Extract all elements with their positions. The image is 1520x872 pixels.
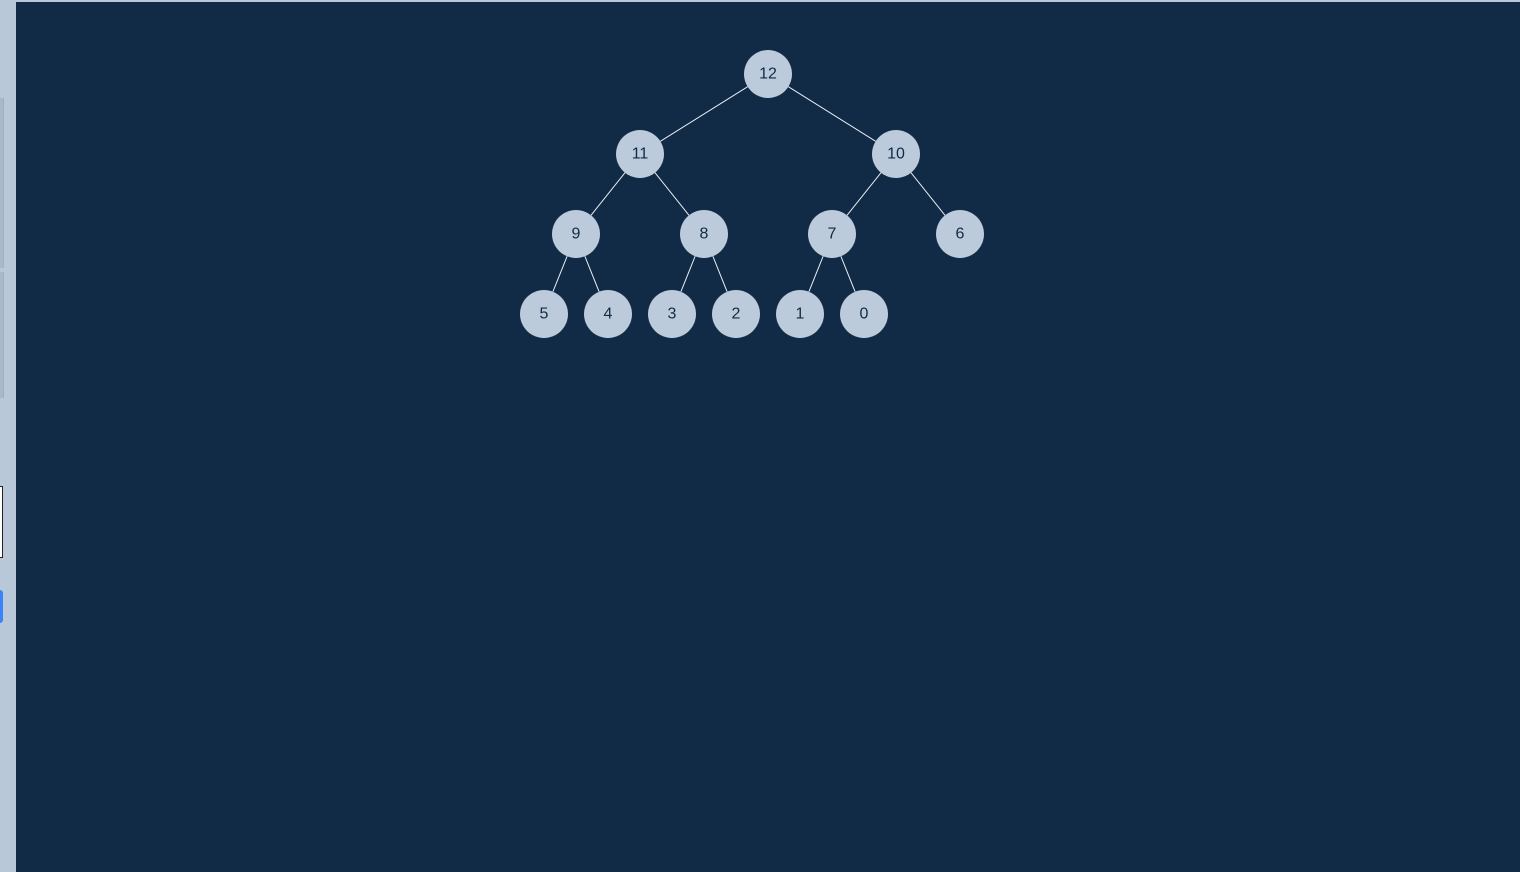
tree-node[interactable]: 8: [680, 210, 728, 258]
node-label: 11: [632, 146, 649, 163]
tree-node[interactable]: 2: [712, 290, 760, 338]
tree-node[interactable]: 6: [936, 210, 984, 258]
node-label: 5: [540, 306, 549, 323]
tree-node[interactable]: 11: [616, 130, 664, 178]
tree-edge: [910, 172, 946, 216]
node-circle[interactable]: [520, 290, 568, 338]
node-label: 6: [956, 226, 965, 243]
tree-node[interactable]: 12: [744, 50, 792, 98]
sidebar-input-field[interactable]: [0, 486, 3, 558]
node-circle[interactable]: [584, 290, 632, 338]
tree-node[interactable]: 5: [520, 290, 568, 338]
node-label: 7: [828, 226, 837, 243]
node-label: 2: [732, 306, 741, 323]
tree-node[interactable]: 3: [648, 290, 696, 338]
node-label: 8: [700, 226, 709, 243]
tree-node[interactable]: 1: [776, 290, 824, 338]
node-circle[interactable]: [808, 210, 856, 258]
tree-edge: [552, 256, 568, 292]
tree-node[interactable]: 10: [872, 130, 920, 178]
tree-edge: [808, 256, 824, 292]
tree-node[interactable]: 7: [808, 210, 856, 258]
node-circle[interactable]: [648, 290, 696, 338]
node-circle[interactable]: [552, 210, 600, 258]
sidebar: [0, 0, 16, 872]
node-circle[interactable]: [744, 50, 792, 98]
tree-edge: [654, 172, 690, 216]
tree-edge: [712, 256, 728, 292]
sidebar-panel-top: [0, 98, 4, 268]
node-label: 10: [887, 146, 905, 163]
sidebar-action-button[interactable]: [0, 590, 3, 623]
node-circle[interactable]: [776, 290, 824, 338]
node-label: 12: [759, 66, 777, 83]
node-circle[interactable]: [680, 210, 728, 258]
tree-edge: [590, 172, 626, 216]
tree-edge: [840, 256, 856, 292]
node-label: 4: [604, 306, 613, 323]
sidebar-panel-middle: [0, 272, 4, 398]
tree-edge: [788, 86, 876, 142]
node-label: 3: [668, 306, 677, 323]
node-circle[interactable]: [616, 130, 664, 178]
tree-node[interactable]: 9: [552, 210, 600, 258]
tree-edge: [846, 172, 882, 216]
node-circle[interactable]: [936, 210, 984, 258]
node-label: 9: [572, 226, 581, 243]
tree-edge: [660, 86, 748, 142]
node-circle[interactable]: [712, 290, 760, 338]
node-circle[interactable]: [840, 290, 888, 338]
node-label: 0: [860, 306, 869, 323]
tree-node[interactable]: 0: [840, 290, 888, 338]
node-circle[interactable]: [872, 130, 920, 178]
tree-edge: [584, 256, 600, 292]
tree-edge: [680, 256, 696, 292]
tree-node[interactable]: 4: [584, 290, 632, 338]
node-label: 1: [796, 306, 805, 323]
